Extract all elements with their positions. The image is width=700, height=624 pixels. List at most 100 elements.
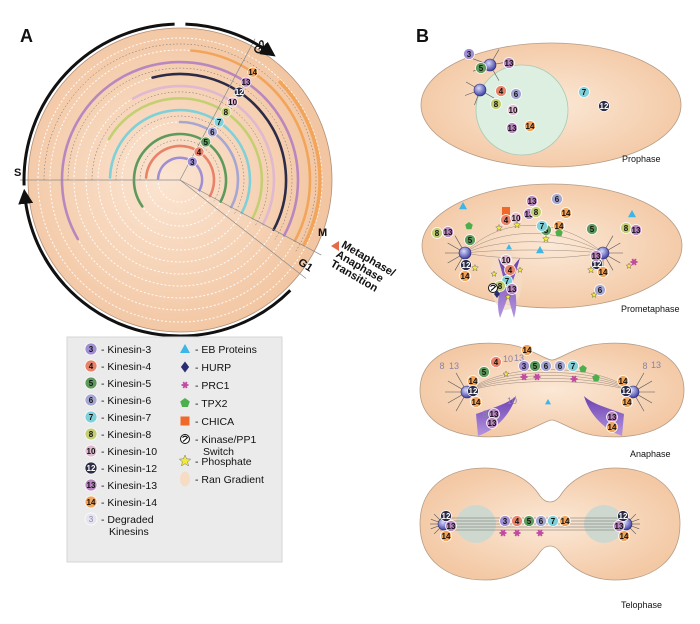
kinesin-12-badge: 12 (440, 510, 452, 522)
kinesin-8-badge: 8 (439, 361, 444, 371)
kinesin-14-badge: 14 (560, 207, 572, 219)
svg-text:10: 10 (509, 106, 518, 115)
kinesin-5-badge: 5 (464, 234, 476, 246)
svg-text:8: 8 (494, 100, 499, 109)
svg-text:12: 12 (469, 387, 478, 396)
kinesin-activity-arcs (60, 49, 322, 247)
kinesin-14-badge: 14 (470, 396, 482, 408)
svg-text:10: 10 (507, 396, 517, 406)
kinesin-6-badge: 6 (540, 360, 552, 372)
kinesin-4-badge: 4 (504, 264, 516, 276)
ring-number-10: 10 (228, 98, 237, 107)
kinesin-7-badge: 7 (578, 86, 590, 98)
svg-text:8: 8 (624, 224, 629, 233)
eb-protein-mark (545, 399, 551, 405)
legend-other-factors: - EB Proteins- HURP- PRC1- TPX2- CHICA- … (178, 344, 264, 487)
svg-text:10: 10 (502, 256, 511, 265)
kinesin-13-badge: 13 (442, 226, 454, 238)
legend-other-label: - TPX2 (195, 398, 228, 410)
kinesin-8-badge: 8 (431, 227, 443, 239)
transition-marker (331, 241, 339, 251)
kinesin-6-badge: 6 (510, 88, 522, 100)
legend-other-label: - Phosphate (195, 456, 252, 468)
svg-text:14: 14 (619, 377, 628, 386)
svg-text:4: 4 (508, 266, 513, 275)
kinesin-14-badge: 14 (606, 421, 618, 433)
svg-text:14: 14 (442, 532, 451, 541)
svg-text:12: 12 (593, 260, 602, 269)
prc1-mark (570, 375, 578, 383)
telophase-label: Telophase (621, 600, 662, 610)
svg-text:8: 8 (642, 361, 647, 371)
ring-marker-12 (234, 86, 245, 98)
legend-kinesin-13-label: - Kinesin-13 (101, 480, 157, 492)
tpx2-mark (555, 229, 563, 237)
phosphate-mark (587, 265, 595, 274)
panel-b-label: B (416, 26, 429, 46)
kinesin-4-badge: 4 (490, 356, 502, 368)
kinesin-14-arc (190, 49, 312, 243)
ring-number-5: 5 (203, 138, 208, 147)
svg-text:14: 14 (620, 532, 629, 541)
kinesin-7-badge: 7 (536, 220, 548, 232)
legend-kinesin-14-label: - Kinesin-14 (101, 497, 157, 509)
ring-marker-3 (187, 156, 198, 168)
legend-other-label: Switch (203, 446, 234, 458)
kinesin-13-badge: 13 (514, 353, 524, 363)
ring-number-3: 3 (190, 158, 195, 167)
kinesin-14-badge: 14 (524, 120, 536, 132)
svg-text:5: 5 (89, 379, 94, 388)
prc1-mark (520, 373, 528, 381)
kinesin-7-badge: 7 (547, 515, 559, 527)
phase-label-m: M (318, 227, 327, 239)
chica-mark (180, 416, 190, 426)
svg-text:13: 13 (592, 252, 601, 261)
legend-other-label: - PRC1 (195, 380, 230, 392)
svg-text:5: 5 (533, 362, 538, 371)
legend-other-label: - CHICA (195, 416, 234, 428)
prc1-mark (513, 529, 521, 537)
ring-number-6: 6 (210, 128, 215, 137)
svg-text:13: 13 (608, 413, 617, 422)
svg-text:14: 14 (555, 222, 564, 231)
prometaphase-label: Prometaphase (621, 304, 680, 314)
tpx2-mark (592, 374, 600, 382)
svg-text:14: 14 (526, 122, 535, 131)
kinesin-6-badge: 6 (554, 360, 566, 372)
kinesin-6-badge: 6 (535, 515, 547, 527)
svg-text:13: 13 (447, 522, 456, 531)
kinesin-14-badge: 14 (618, 530, 630, 542)
kinesin-7-arc (108, 108, 252, 215)
svg-text:4: 4 (89, 362, 94, 371)
ring-marker-7 (213, 116, 225, 128)
svg-text:5: 5 (468, 236, 473, 245)
svg-text:14: 14 (561, 517, 570, 526)
ring-marker-4 (193, 146, 205, 158)
phosphate-mark (504, 293, 512, 300)
legend-kinesin-7-label: - Kinesin-7 (101, 412, 151, 424)
kinesin-3-arc (156, 156, 204, 192)
svg-text:10: 10 (503, 354, 513, 364)
svg-text:4: 4 (499, 87, 504, 96)
svg-text:14: 14 (472, 398, 481, 407)
ring-marker-6 (207, 126, 218, 138)
svg-text:13: 13 (525, 210, 534, 219)
kinesin-3-badge: 3 (463, 48, 475, 60)
kinesin-14-badge: 14 (621, 396, 633, 408)
svg-text:4: 4 (494, 358, 499, 367)
phosphate-mark (590, 291, 598, 298)
svg-text:12: 12 (87, 464, 96, 473)
svg-text:13: 13 (488, 419, 497, 428)
svg-text:7: 7 (89, 413, 94, 422)
prophase-label: Prophase (622, 154, 661, 164)
kinesin-13-badge: 13 (506, 283, 518, 295)
svg-text:7: 7 (505, 277, 510, 286)
hurp-mark (180, 361, 190, 373)
hurp-mark (494, 290, 500, 298)
prc1-mark (630, 258, 638, 266)
ring-marker-14 (247, 66, 258, 78)
kinesin-6-arc (178, 120, 240, 209)
phosphate-mark (471, 263, 479, 272)
